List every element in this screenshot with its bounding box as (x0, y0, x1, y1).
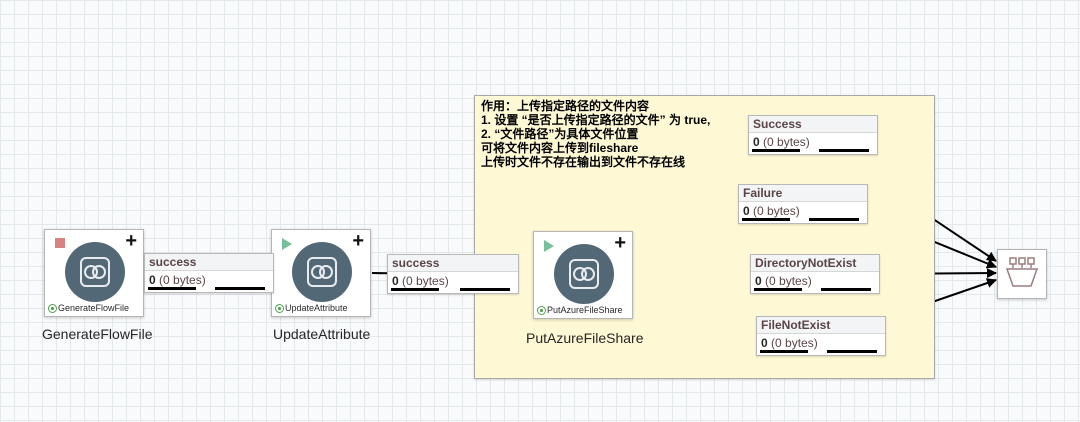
processor-type: UpdateAttribute (284, 303, 349, 313)
processor-generateflowfile[interactable]: + GenerateFlowFile (44, 229, 144, 317)
queue-stats: 0 (0 bytes) (149, 273, 206, 287)
processor-icon (554, 244, 614, 304)
queue-bar-left (752, 149, 800, 152)
processor-icon (65, 242, 125, 302)
queue-stats: 0 (0 bytes) (753, 135, 810, 149)
queue-bar-left (760, 350, 808, 353)
connection-name: Success (749, 116, 877, 133)
queue-bar-right (215, 287, 265, 290)
queue-bar-right (821, 288, 871, 291)
queue-stats: 0 (0 bytes) (743, 204, 800, 218)
connection-name: FileNotExist (757, 317, 885, 334)
queue-stats: 0 (0 bytes) (761, 336, 818, 350)
running-icon (282, 238, 292, 250)
funnel-icon (1005, 257, 1039, 287)
queue-stats: 0 (0 bytes) (755, 274, 812, 288)
queue-bar-right (809, 218, 859, 221)
queue-stats: 0 (0 bytes) (392, 274, 449, 288)
connection-name: Failure (739, 185, 867, 202)
funnel[interactable] (997, 249, 1047, 299)
queue-bar-left (391, 288, 439, 291)
add-icon: + (352, 230, 364, 252)
processor-icon (292, 242, 352, 302)
connection-name: success (388, 255, 518, 272)
processor-name: PutAzureFileShare (526, 330, 644, 346)
processor-name: GenerateFlowFile (42, 326, 153, 342)
label-text: 作用：上传指定路径的文件内容 1. 设置 “是否上传指定路径的文件” 为 tru… (481, 99, 711, 169)
processor-name: UpdateAttribute (273, 326, 371, 342)
queue-bar-left (754, 288, 802, 291)
connection-filenotexist[interactable]: FileNotExist 0 (0 bytes) (756, 316, 886, 356)
processor-type: PutAzureFileShare (546, 305, 624, 315)
queue-bar-right (819, 149, 869, 152)
processor-putazurefileshare[interactable]: + PutAzureFileShare (533, 231, 633, 319)
connection-success-2[interactable]: success 0 (0 bytes) (387, 254, 519, 294)
bundle-icon (537, 306, 546, 315)
connection-success-out[interactable]: Success 0 (0 bytes) (748, 115, 878, 155)
connection-name: DirectoryNotExist (751, 255, 879, 272)
bundle-icon (275, 304, 284, 313)
connection-success-1[interactable]: success 0 (0 bytes) (144, 253, 274, 293)
running-icon (544, 240, 554, 252)
add-icon: + (125, 230, 137, 252)
add-icon: + (614, 232, 626, 254)
queue-bar-left (742, 218, 790, 221)
connection-directorynotexist[interactable]: DirectoryNotExist 0 (0 bytes) (750, 254, 880, 294)
connection-name: success (145, 254, 273, 271)
processor-updateattribute[interactable]: + UpdateAttribute (271, 229, 371, 317)
bundle-icon (48, 304, 57, 313)
queue-bar-left (148, 287, 196, 290)
processor-type: GenerateFlowFile (57, 303, 131, 313)
stopped-icon (55, 238, 65, 248)
queue-bar-right (827, 350, 877, 353)
connection-failure[interactable]: Failure 0 (0 bytes) (738, 184, 868, 224)
queue-bar-right (460, 288, 510, 291)
